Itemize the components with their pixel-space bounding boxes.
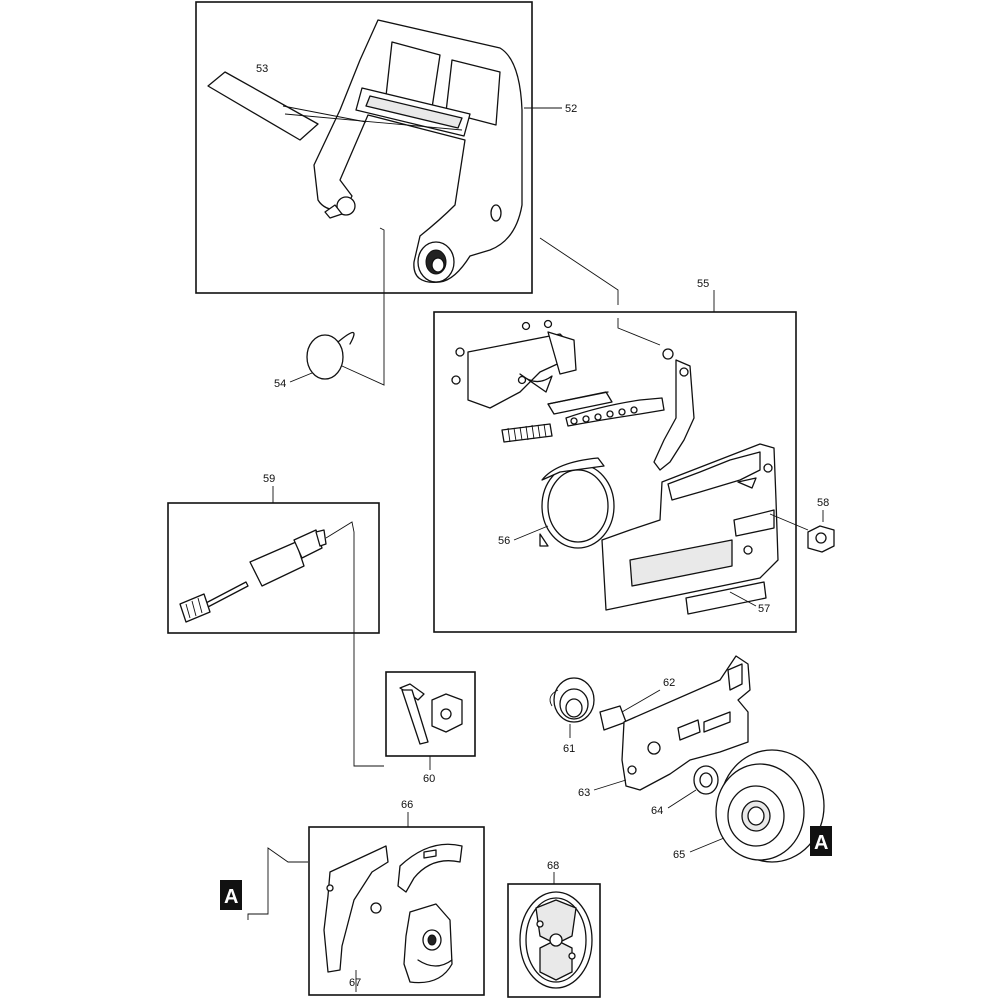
allen-key[interactable] (399, 683, 429, 745)
warning-label-sticker[interactable] (207, 71, 319, 141)
label-55: 55 (697, 278, 709, 290)
clutch-assembly[interactable] (519, 891, 593, 989)
marker-a-right: A (810, 826, 832, 856)
clutch-hub[interactable] (403, 903, 453, 984)
svg-text:A: A (814, 832, 828, 854)
label-52: 52 (565, 103, 577, 115)
brake-lever-assembly[interactable] (451, 319, 577, 409)
label-61: 61 (563, 743, 575, 755)
group-box-59 (167, 502, 380, 634)
chain-guide-plate[interactable] (621, 655, 751, 791)
marker-a-left: A (220, 880, 242, 910)
clutch-spring[interactable] (549, 677, 595, 723)
label-63: 63 (578, 787, 590, 799)
cover-label-sticker[interactable] (685, 581, 767, 615)
label-66: 66 (401, 799, 413, 811)
guide-block[interactable] (599, 705, 627, 731)
group-box-60 (385, 671, 476, 757)
brake-arm[interactable] (653, 348, 695, 471)
label-58: 58 (817, 497, 829, 509)
clutch-shoe-left[interactable] (323, 845, 389, 973)
adjuster-block[interactable] (431, 693, 463, 733)
chain-tensioner[interactable] (179, 529, 327, 623)
svg-text:A: A (224, 886, 238, 908)
label-68: 68 (547, 860, 559, 872)
label-67: 67 (349, 977, 361, 989)
label-65: 65 (673, 849, 685, 861)
clutch-drum[interactable] (715, 749, 825, 863)
bar-nut[interactable] (807, 525, 835, 553)
sprocket-cover[interactable] (601, 443, 779, 611)
brake-linkage[interactable] (547, 391, 665, 427)
seal-ring[interactable] (306, 331, 355, 380)
plate-strip[interactable] (547, 391, 609, 405)
label-57: 57 (758, 603, 770, 615)
clutch-shoe-upper[interactable] (397, 843, 463, 893)
brake-spring[interactable] (501, 423, 553, 443)
label-53: 53 (256, 63, 268, 75)
label-60: 60 (423, 773, 435, 785)
group-box-55 (433, 311, 797, 633)
washer[interactable] (693, 765, 719, 795)
group-box-52 (195, 1, 533, 294)
brake-band[interactable] (539, 457, 615, 549)
label-56: 56 (498, 535, 510, 547)
label-54: 54 (274, 378, 286, 390)
front-hand-guard[interactable] (313, 19, 523, 283)
label-62: 62 (663, 677, 675, 689)
label-64: 64 (651, 805, 663, 817)
label-59: 59 (263, 473, 275, 485)
group-box-66 (308, 826, 485, 996)
